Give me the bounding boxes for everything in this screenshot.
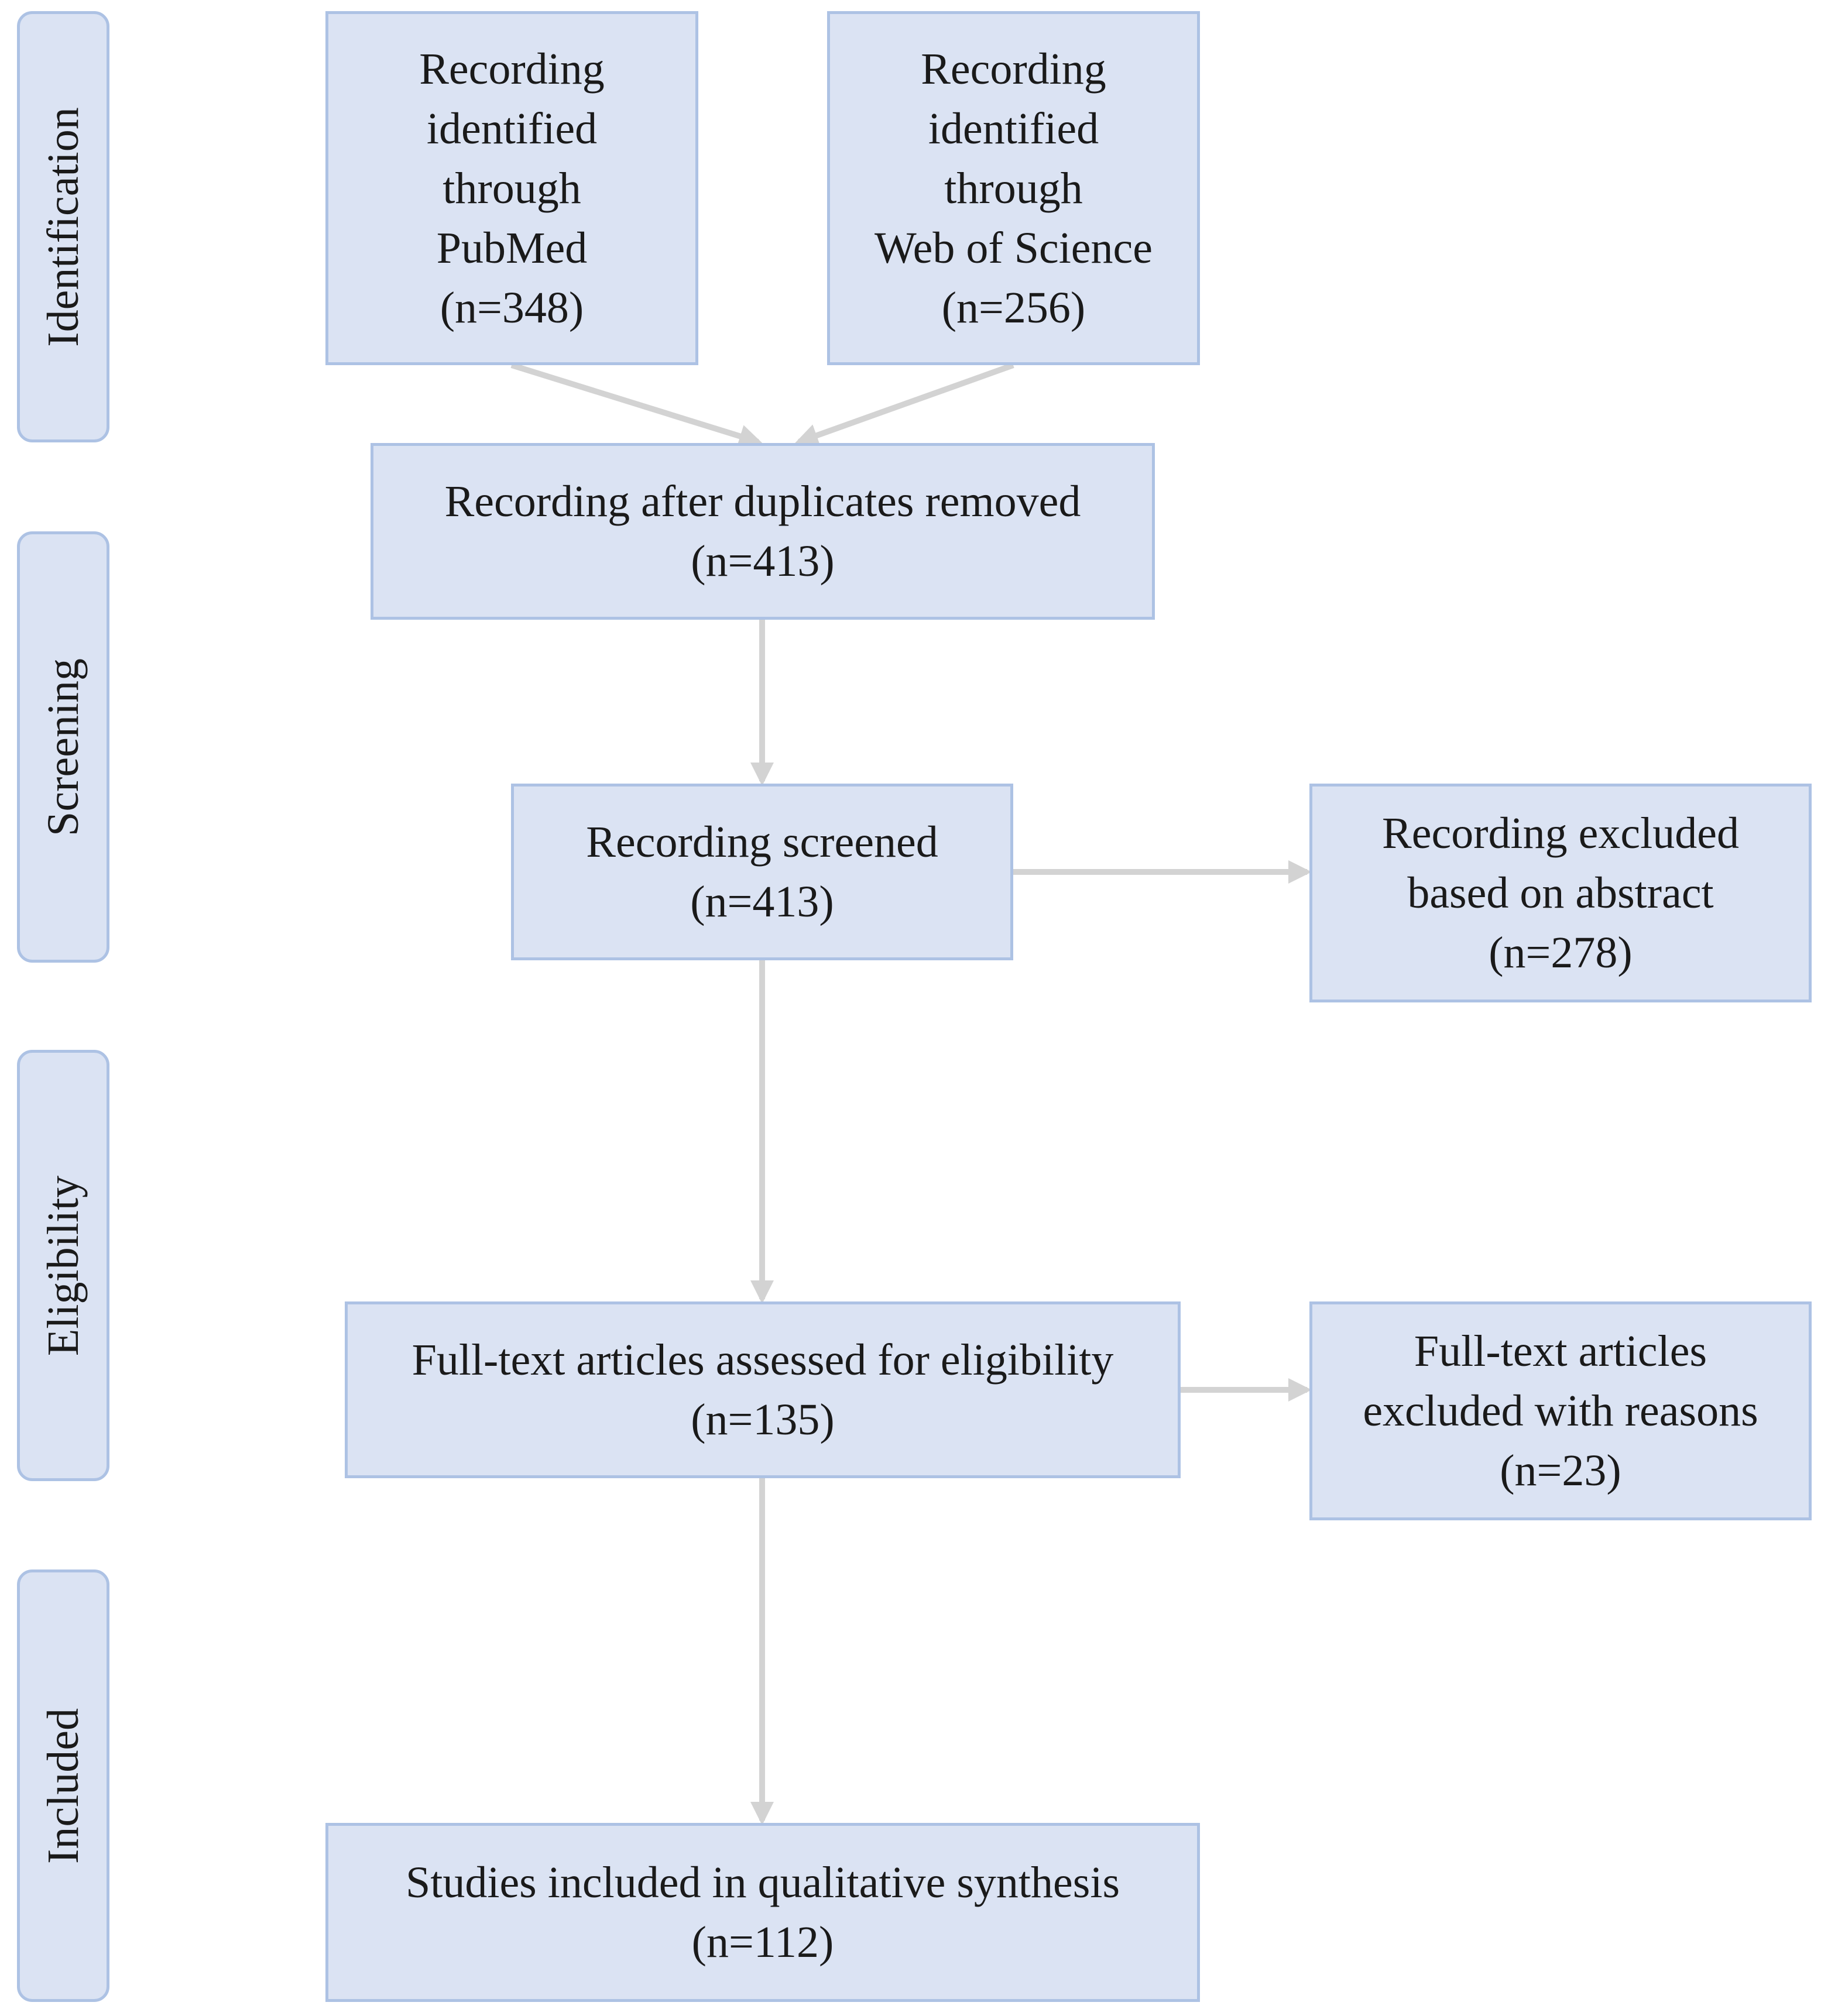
box-line: Recording after duplicates removed: [444, 477, 1081, 526]
stage-label-eligibility: Eligibility: [39, 1175, 88, 1356]
box-line: through: [443, 163, 581, 213]
box-count: (n=348): [440, 283, 584, 332]
box-line: identified: [426, 104, 598, 153]
box-count: (n=112): [691, 1918, 834, 1967]
box-line: based on abstract: [1407, 868, 1714, 918]
stage-label-identification: Identification: [39, 107, 88, 347]
box-line: excluded with reasons: [1363, 1386, 1758, 1435]
box-count: (n=23): [1500, 1446, 1621, 1495]
box-count: (n=278): [1489, 928, 1633, 977]
arrow-wos-to-duplicates: [794, 362, 1014, 447]
stage-label-screening: Screening: [39, 658, 88, 836]
box-line: through: [944, 163, 1083, 213]
box-count: (n=413): [690, 877, 834, 926]
records-screened-box: Recording screened (n=413): [511, 784, 1013, 960]
stage-screening: Screening: [17, 531, 109, 963]
box-line: identified: [928, 104, 1099, 153]
box-line: Recording: [921, 44, 1106, 94]
stage-eligibility: Eligibility: [17, 1050, 109, 1481]
box-count: (n=413): [691, 537, 835, 586]
box-count: (n=256): [941, 283, 1086, 332]
arrow-pubmed-to-duplicates: [510, 362, 763, 448]
excluded-abstract-box: Recording excluded based on abstract (n=…: [1309, 784, 1812, 1002]
fulltext-excluded-box: Full-text articles excluded with reasons…: [1309, 1301, 1812, 1520]
box-line: Full-text articles assessed for eligibil…: [411, 1335, 1114, 1385]
stage-identification: Identification: [17, 11, 109, 442]
studies-included-box: Studies included in qualitative synthesi…: [325, 1823, 1200, 2002]
box-line: PubMed: [436, 223, 588, 273]
pubmed-records-box: Recording identified through PubMed (n=3…: [325, 11, 698, 365]
fulltext-assessed-box: Full-text articles assessed for eligibil…: [345, 1301, 1181, 1478]
box-line: Web of Science: [875, 223, 1153, 273]
box-line: Recording: [419, 44, 605, 94]
box-line: Studies included in qualitative synthesi…: [405, 1858, 1120, 1907]
box-line: Recording screened: [586, 818, 938, 867]
box-line: Recording excluded: [1382, 809, 1739, 858]
box-line: Full-text articles: [1414, 1327, 1707, 1376]
stage-label-included: Included: [39, 1708, 88, 1864]
box-count: (n=135): [691, 1395, 835, 1444]
web-of-science-records-box: Recording identified through Web of Scie…: [827, 11, 1200, 365]
duplicates-removed-box: Recording after duplicates removed (n=41…: [371, 443, 1155, 620]
stage-included: Included: [17, 1569, 109, 2002]
